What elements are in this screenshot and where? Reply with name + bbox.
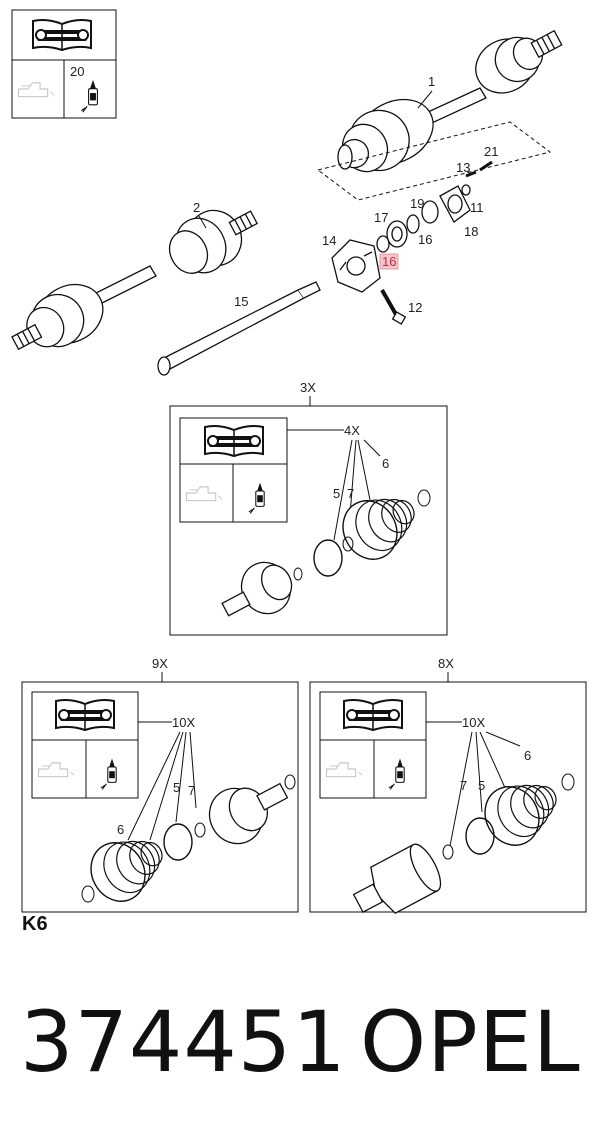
part-1-dashed-outline (316, 121, 552, 201)
manual-icon (342, 698, 404, 732)
box-9x-n7: 7 (188, 783, 195, 798)
section-code: K6 (22, 913, 48, 935)
callout-14: 14 (322, 233, 336, 248)
box-3x-n5: 5 (333, 486, 340, 501)
callout-20: 20 (70, 64, 84, 79)
seal-part-19 (421, 200, 439, 224)
callout-2: 2 (193, 200, 200, 215)
box-8x-title: 8X (438, 656, 454, 671)
ring-part-16b (406, 214, 420, 234)
box-8x-n7: 7 (460, 778, 467, 793)
callout-19: 19 (410, 196, 424, 211)
box-9x-title: 9X (152, 656, 168, 671)
kit-box-9x: 9X 10X 6 5 7 (21, 656, 299, 913)
box-8x-kit-label: 10X (462, 715, 485, 730)
kit-box-3x: 3X 4X 5 7 6 (169, 380, 448, 636)
screw-part-21 (479, 160, 493, 172)
driveshaft-left-part-2 (11, 209, 259, 351)
driveshaft-right-part-1 (337, 29, 563, 173)
manual-icon (31, 18, 93, 52)
callout-18: 18 (464, 224, 478, 239)
callout-21: 21 (484, 144, 498, 159)
washer-part-11 (461, 184, 471, 196)
box-8x-n6: 6 (524, 748, 531, 763)
box-9x-n6: 6 (117, 822, 124, 837)
manual-icon (54, 698, 116, 732)
bolt-part-12 (380, 289, 407, 325)
callout-12: 12 (408, 300, 422, 315)
flange-part-18 (439, 185, 471, 223)
callout-17: 17 (374, 210, 388, 225)
box-3x-title: 3X (300, 380, 316, 395)
box-3x-kit-label: 4X (344, 423, 360, 438)
brand-name: OPEL (360, 993, 581, 1091)
box-8x-n5: 5 (478, 778, 485, 793)
bearing-bracket-part-14 (331, 239, 381, 293)
callout-16-highlighted: 16 (382, 254, 396, 269)
intermediate-shaft-part-15 (157, 281, 321, 376)
box-9x-n5: 5 (173, 780, 180, 795)
kit-box-8x: 8X 10X 7 5 6 (309, 656, 587, 914)
callout-16: 16 (418, 232, 432, 247)
part-number: 374451 (20, 993, 347, 1091)
bolt-part-13 (465, 170, 477, 178)
box-3x-n7: 7 (347, 486, 354, 501)
legend-box-top: 20 (11, 9, 117, 119)
bearing-part-17 (386, 220, 408, 248)
ring-part-16 (376, 235, 390, 253)
callout-1: 1 (428, 74, 435, 89)
manual-icon (203, 424, 265, 458)
rings-and-flange (376, 160, 493, 253)
callout-11: 11 (470, 200, 484, 215)
box-9x-kit-label: 10X (172, 715, 195, 730)
highlighted-part-marker[interactable] (379, 253, 399, 270)
callout-13: 13 (456, 160, 470, 175)
callout-15: 15 (234, 294, 248, 309)
top-callouts: 1 2 21 13 11 19 17 16 18 14 16 15 12 (193, 74, 498, 315)
box-3x-n6: 6 (382, 456, 389, 471)
